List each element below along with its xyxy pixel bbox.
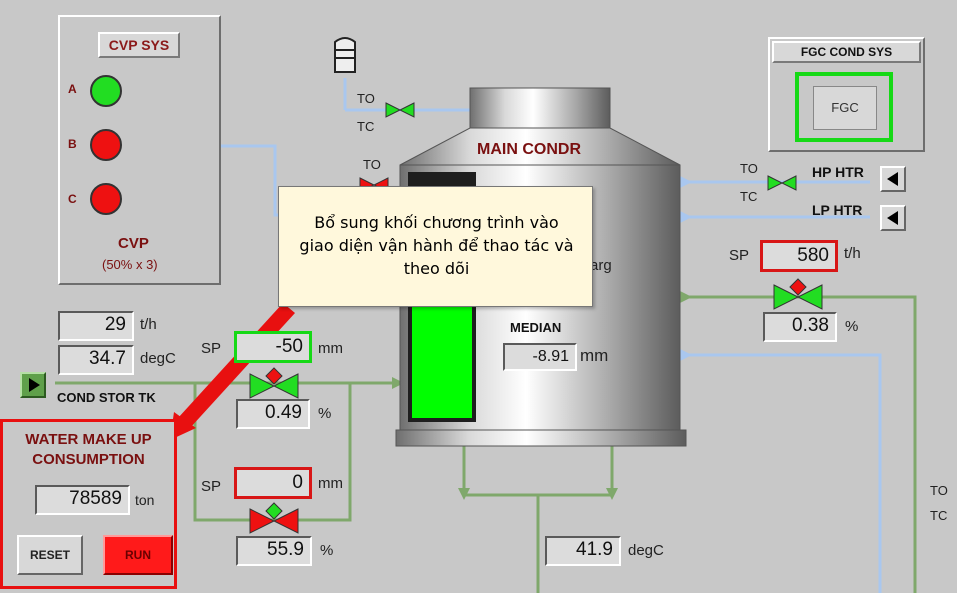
top-valve-to: TO [357, 91, 375, 106]
annotation-tooltip: Bổ sung khối chương trình vào giao diện … [278, 186, 593, 307]
right-sp-input[interactable]: 580 [760, 240, 838, 272]
lp-htr-label: LP HTR [812, 202, 863, 218]
right-valve-pct: 0.38 [763, 312, 837, 342]
control-valve-1[interactable] [249, 367, 299, 399]
valve2-pct-unit: % [320, 542, 334, 559]
condenser-partial-text: arg [590, 257, 612, 274]
fgc-button[interactable]: FGC [813, 86, 877, 130]
far-right-tc: TC [930, 508, 948, 523]
arrow-left-icon [887, 172, 898, 186]
control-valve-2[interactable] [249, 502, 299, 534]
cond-stor-label: COND STOR TK [57, 390, 156, 405]
cvp-panel: CVP SYS A B C CVP (50% x 3) [58, 15, 221, 285]
valve2-sp-label: SP [201, 478, 222, 495]
water-makeup-title: WATER MAKE UP CONSUMPTION [25, 431, 152, 468]
top-valve-tc: TC [357, 119, 375, 134]
valve1-pct-unit: % [318, 405, 332, 422]
pump-a-label: A [68, 82, 77, 96]
water-makeup-value: 78589 [35, 485, 130, 515]
lp-htr-nav-button[interactable] [880, 205, 906, 231]
left-valve-to: TO [363, 157, 381, 172]
cvp-config: (50% x 3) [102, 257, 158, 272]
pump-b-icon[interactable] [90, 129, 122, 161]
right-sp-unit: t/h [844, 245, 861, 262]
hp-htr-label: HP HTR [812, 164, 864, 180]
hp-htr-nav-button[interactable] [880, 166, 906, 192]
pump-a-icon[interactable] [90, 75, 122, 107]
fgc-frame: FGC [795, 72, 893, 142]
right-valve-tc: TC [740, 189, 758, 204]
median-unit: mm [580, 346, 609, 365]
main-condenser-title: MAIN CONDR [477, 141, 581, 158]
cond-stor-nav-button[interactable] [20, 372, 46, 398]
cond-flow-unit: t/h [140, 316, 157, 333]
arrow-left-icon [887, 211, 898, 225]
cond-flow-value: 29 [58, 311, 134, 341]
fgc-title: FGC COND SYS [772, 41, 921, 63]
fgc-panel: FGC COND SYS FGC [768, 37, 925, 152]
cvp-name: CVP [118, 235, 149, 252]
condensate-pipes [55, 295, 917, 593]
arrow-right-icon [29, 378, 40, 392]
valve1-sp-label: SP [201, 340, 222, 357]
right-valve-to: TO [740, 161, 758, 176]
valve2-pct: 55.9 [236, 536, 312, 566]
pump-c-icon[interactable] [90, 183, 122, 215]
pump-c-label: C [68, 192, 77, 206]
far-right-to: TO [930, 483, 948, 498]
valve1-pct: 0.49 [236, 399, 310, 429]
green-flow-arrows [392, 291, 692, 500]
valve2-sp-unit: mm [318, 475, 343, 492]
tooltip-text: Bổ sung khối chương trình vào giao diện … [299, 213, 574, 278]
reset-button[interactable]: RESET [17, 535, 83, 575]
valve1-sp-unit: mm [318, 340, 343, 357]
valve1-sp-input[interactable]: -50 [234, 331, 312, 363]
cond-temp-unit: degC [140, 350, 176, 367]
valve2-sp-input[interactable]: 0 [234, 467, 312, 499]
outlet-temp-value: 41.9 [545, 536, 621, 566]
tank-icon [334, 37, 356, 73]
run-button[interactable]: RUN [103, 535, 173, 575]
water-makeup-panel: WATER MAKE UP CONSUMPTION 78589 ton RESE… [0, 419, 177, 589]
median-value: -8.91 [503, 343, 577, 371]
valve-top[interactable] [385, 102, 415, 118]
cvp-title-button[interactable]: CVP SYS [98, 32, 180, 58]
pump-b-label: B [68, 137, 77, 151]
valve-hp-line[interactable] [767, 175, 797, 191]
right-sp-label: SP [729, 247, 750, 264]
water-makeup-unit: ton [135, 492, 155, 508]
control-valve-right[interactable] [773, 278, 823, 310]
right-valve-pct-unit: % [845, 318, 859, 335]
outlet-temp-unit: degC [628, 542, 664, 559]
cond-temp-value: 34.7 [58, 345, 134, 375]
median-label: MEDIAN [510, 320, 562, 335]
